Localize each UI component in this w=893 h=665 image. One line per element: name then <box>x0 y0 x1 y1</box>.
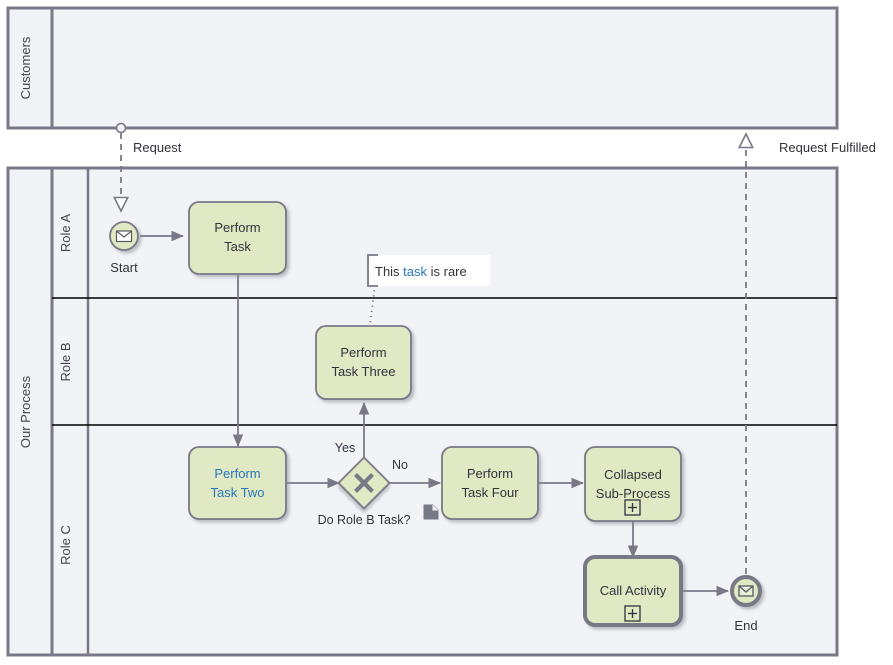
plus-marker-icon[interactable] <box>624 499 641 516</box>
task-perform-task-four-box <box>441 446 539 520</box>
task-collapsed-sub-process-label-line1: Collapsed <box>604 467 662 482</box>
task-perform-task-two[interactable]: Perform Task Two <box>188 446 287 520</box>
lane-role-a[interactable]: Role A <box>58 214 73 253</box>
pool-our-process-body <box>6 166 839 657</box>
event-end[interactable]: End <box>730 575 762 633</box>
lane-role-c[interactable]: Role C <box>58 525 73 565</box>
annotation-prefix: This <box>375 264 403 279</box>
gateway-x-marker-icon <box>354 473 374 493</box>
task-perform-task-label-line2: Task <box>224 239 251 254</box>
task-perform-task-four-label-line1: Perform <box>467 466 513 481</box>
task-call-activity[interactable]: Call Activity <box>583 555 683 627</box>
event-start-label: Start <box>110 260 138 275</box>
task-perform-task-three-box <box>315 325 412 400</box>
message-flow-request[interactable]: Request <box>115 122 182 212</box>
task-perform-task[interactable]: Perform Task <box>188 201 287 275</box>
annotation-link: task <box>403 264 427 279</box>
message-flow-request-source-dot <box>115 122 127 134</box>
gateway-do-role-b-task-label: Do Role B Task? <box>318 513 411 527</box>
annotation-text-group: This task is rare <box>375 264 467 279</box>
annotation-suffix: is rare <box>427 264 467 279</box>
task-perform-task-label-line1: Perform <box>214 220 260 235</box>
task-collapsed-sub-process[interactable]: Collapsed Sub-Process <box>584 446 682 522</box>
envelope-icon <box>115 230 133 243</box>
event-end-label: End <box>734 618 757 633</box>
task-perform-task-two-label-line1: Perform <box>214 466 260 481</box>
event-start[interactable]: Start <box>109 221 139 275</box>
task-perform-task-four[interactable]: Perform Task Four <box>441 446 539 520</box>
lane-role-b-label: Role B <box>58 342 73 381</box>
annotation-bracket <box>367 254 378 287</box>
task-collapsed-sub-process-label-line2: Sub-Process <box>596 486 671 501</box>
lane-role-b[interactable]: Role B <box>58 342 73 381</box>
gateway-do-role-b-task[interactable]: Do Role B Task? <box>318 456 411 527</box>
task-call-activity-label-line1: Call Activity <box>600 583 667 598</box>
pool-customers[interactable]: Customers <box>6 6 839 130</box>
annotation-task-is-rare[interactable]: This task is rare <box>367 254 490 287</box>
task-perform-task-three[interactable]: Perform Task Three <box>315 325 412 400</box>
task-collapsed-sub-process-box <box>584 446 682 522</box>
envelope-icon <box>738 585 754 597</box>
task-perform-task-three-label-line2: Task Three <box>331 364 395 379</box>
message-flow-request-fulfilled-label: Request Fulfilled <box>779 140 876 155</box>
message-flow-request-fulfilled[interactable]: Request Fulfilled <box>746 134 876 585</box>
task-perform-task-two-box <box>188 446 287 520</box>
message-flow-request-label: Request <box>133 140 182 155</box>
task-perform-task-three-label-line1: Perform <box>340 345 386 360</box>
lane-role-c-label: Role C <box>58 525 73 565</box>
annotation-background <box>368 255 490 286</box>
pool-customers-body <box>6 6 839 130</box>
task-call-activity-box <box>583 555 683 627</box>
pool-our-process-label: Our Process <box>18 375 33 448</box>
task-perform-task-four-label-line2: Task Four <box>461 485 519 500</box>
flow-label-yes: Yes <box>335 441 355 455</box>
lane-role-a-label: Role A <box>58 214 73 253</box>
task-perform-task-box <box>188 201 287 275</box>
pool-our-process[interactable]: Our Process Role A Role B Role C <box>6 166 839 657</box>
task-perform-task-two-label-line2: Task Two <box>211 485 265 500</box>
plus-marker-icon[interactable] <box>624 605 641 622</box>
data-object-icon-fold <box>432 505 438 511</box>
pool-customers-label: Customers <box>18 36 33 99</box>
flow-label-no: No <box>392 458 408 472</box>
data-object-icon[interactable] <box>423 504 439 520</box>
